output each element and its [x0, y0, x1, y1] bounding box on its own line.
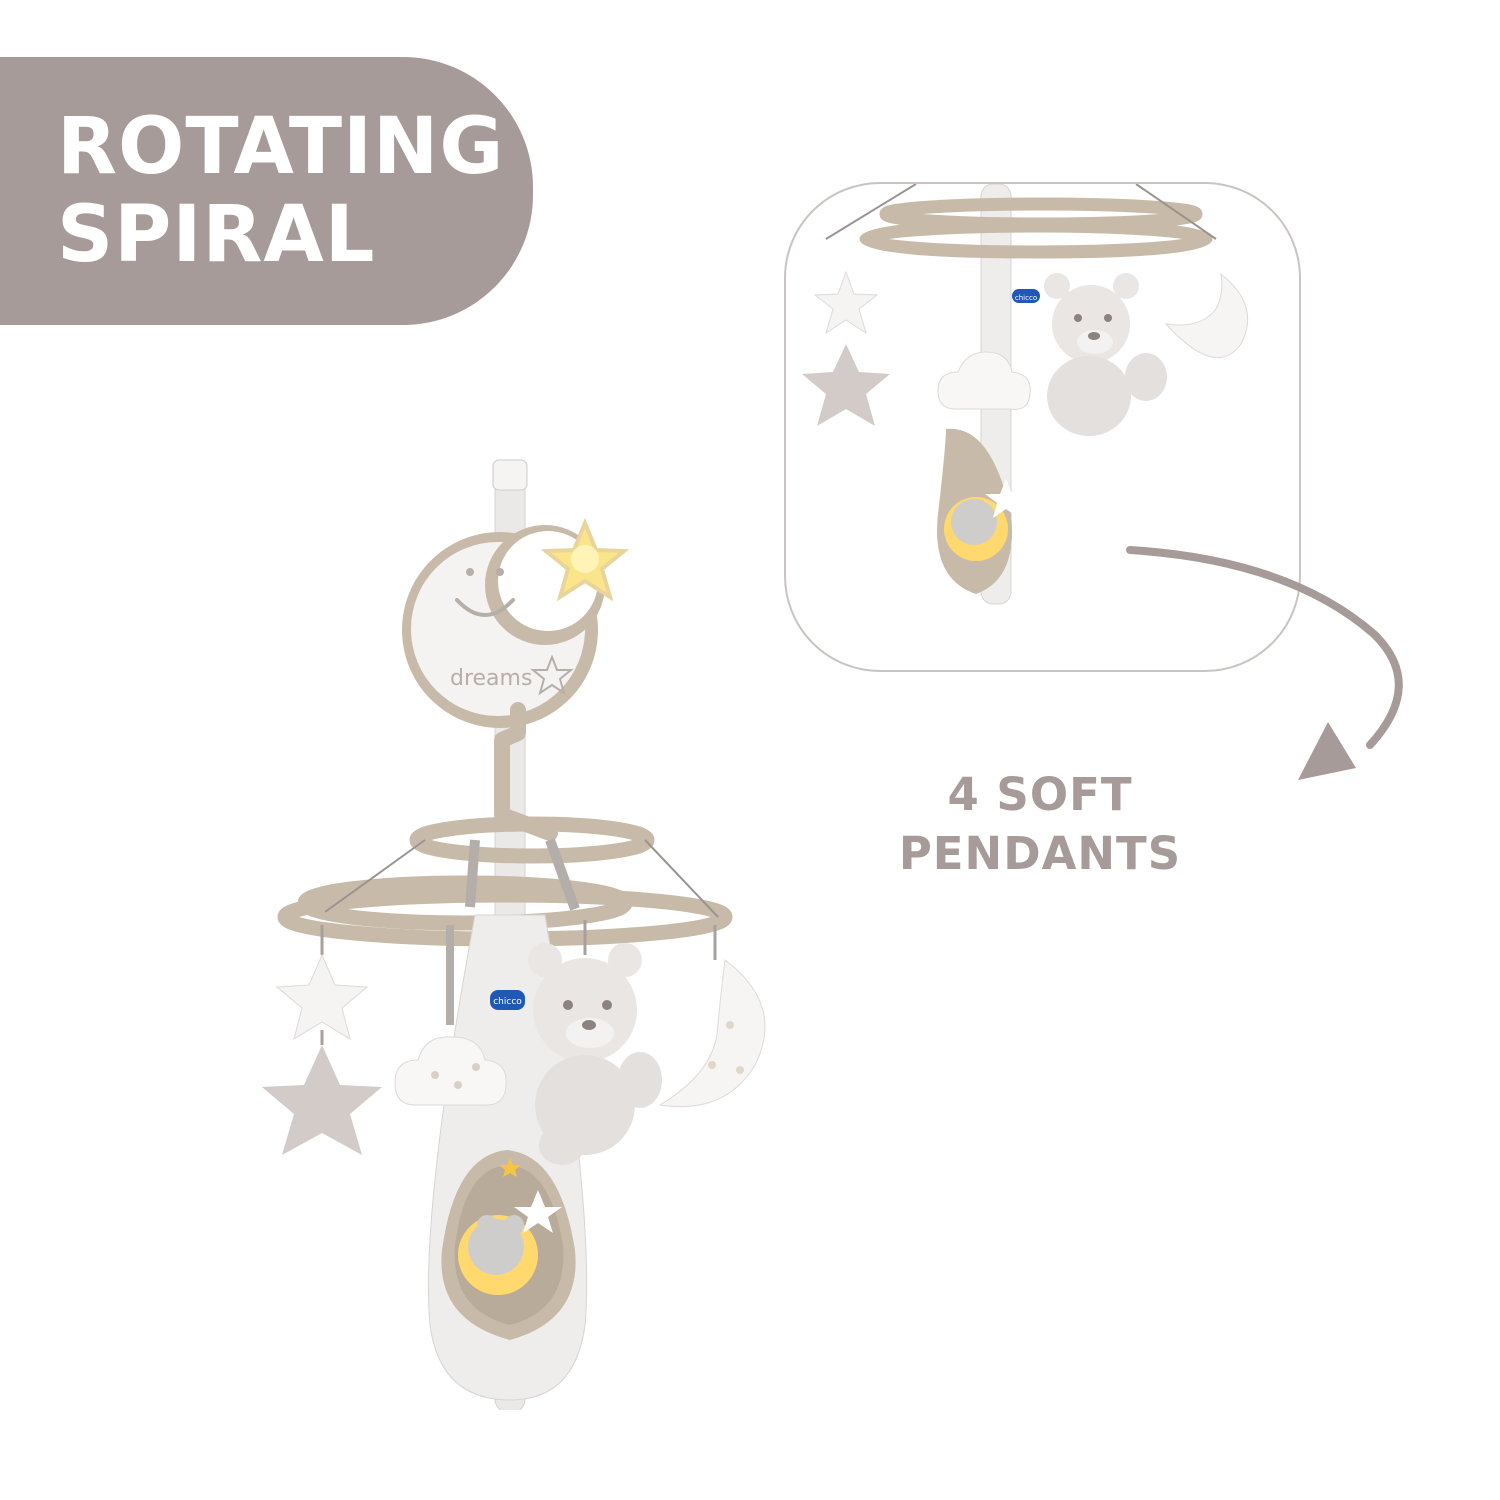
glowing-star-icon: [540, 517, 630, 602]
pendant-moon: [658, 925, 766, 1108]
title-banner: [0, 57, 533, 325]
pole-cap: [492, 459, 528, 491]
caption-text: 4 SOFT PENDANTS: [860, 765, 1220, 883]
brand-label: chicco: [493, 997, 522, 1007]
detail-brand-badge: [1012, 289, 1040, 303]
curved-arrow-icon: [1126, 546, 1403, 780]
brand-badge: [490, 990, 525, 1010]
detail-pendant-cloud: [937, 351, 1031, 410]
baby-mobile-illustration: dreams chicco: [262, 459, 766, 1410]
pendants-detail-frame: chicco: [784, 182, 1301, 672]
pendant-stars: [262, 925, 382, 1155]
detail-brand-label: chicco: [1015, 294, 1037, 302]
detail-projector: [937, 428, 1027, 594]
title-text: ROTATING SPIRAL: [57, 103, 504, 279]
detail-pendant-stars: [802, 270, 890, 426]
detail-pendant-moon: [1164, 272, 1249, 359]
title-line-2: SPIRAL: [57, 190, 376, 280]
title-line-1: ROTATING: [57, 102, 505, 192]
detail-pendant-bear: [1044, 273, 1167, 436]
caption-line-2: PENDANTS: [898, 827, 1182, 880]
pendant-cloud: [394, 925, 507, 1106]
caption-line-1: 4 SOFT: [947, 768, 1133, 821]
mobile-arm: [494, 702, 558, 841]
pendants-detail-illustration: chicco: [802, 184, 1249, 605]
pendant-bear: [528, 920, 662, 1165]
moon-label: dreams: [450, 666, 532, 691]
